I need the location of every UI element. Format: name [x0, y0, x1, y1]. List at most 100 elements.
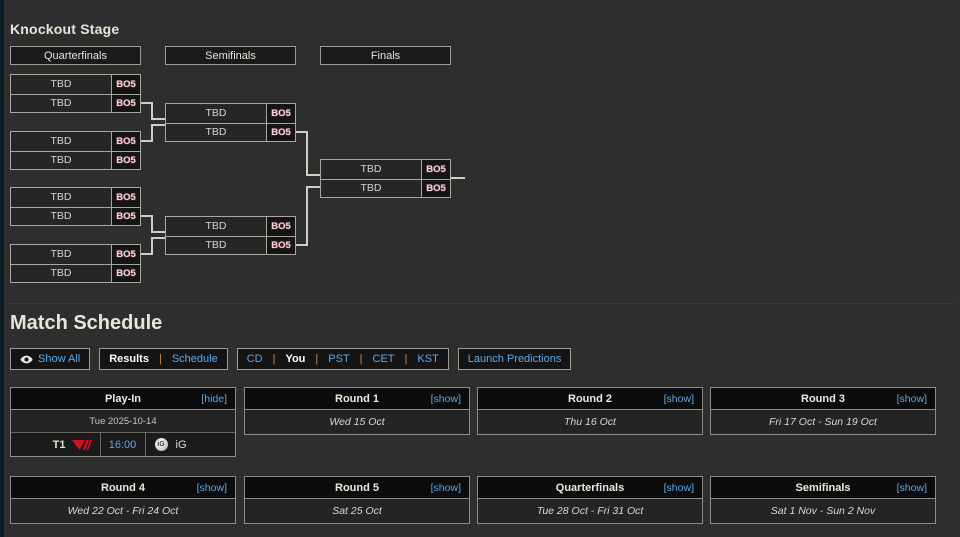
bracket-connector — [141, 215, 153, 217]
card-toggle[interactable]: [show] — [430, 392, 461, 405]
timezone-option-kst[interactable]: KST — [417, 353, 439, 365]
toolbar-separator: | — [404, 353, 408, 365]
card-title: Quarterfinals — [555, 481, 625, 494]
team-name: TBD — [166, 217, 266, 236]
section-divider — [10, 303, 954, 304]
series-format: BO5 — [111, 207, 140, 225]
card-header[interactable]: Quarterfinals [show] — [478, 477, 702, 499]
timezone-option-cd[interactable]: CD — [246, 353, 263, 365]
team-name: TBD — [11, 245, 111, 264]
schedule-card-round-2: Round 2 [show] Thu 16 Oct — [477, 387, 703, 435]
game-time: 16:00 — [99, 433, 146, 456]
timezone-option-cet[interactable]: CET — [372, 353, 395, 365]
card-toggle[interactable]: [hide] — [201, 392, 227, 405]
round-header-semifinals[interactable]: Semifinals — [165, 46, 296, 65]
card-header[interactable]: Round 3 [show] — [711, 388, 935, 410]
card-header[interactable]: Round 4 [show] — [11, 477, 235, 499]
card-header[interactable]: Round 1 [show] — [245, 388, 469, 410]
card-toggle[interactable]: [show] — [430, 481, 461, 494]
bracket-connector — [151, 237, 165, 239]
show-all-button[interactable]: Show All — [10, 348, 91, 370]
card-header[interactable]: Semifinals [show] — [711, 477, 935, 499]
game-team-left: T1 — [11, 433, 100, 456]
results-tab[interactable]: Results — [109, 353, 149, 365]
card-date: Fri 17 Oct - Sun 19 Oct — [711, 410, 935, 434]
schedule-card-quarterfinals: Quarterfinals [show] Tue 28 Oct - Fri 31… — [477, 476, 703, 524]
bracket-connector — [306, 131, 308, 176]
card-toggle[interactable]: [show] — [896, 481, 927, 494]
timezone-option-pst[interactable]: PST — [328, 353, 350, 365]
series-format: BO5 — [111, 151, 140, 169]
game-team-right: iG iG — [146, 433, 236, 456]
bracket-connector — [306, 174, 320, 176]
bracket-connector — [151, 237, 153, 255]
round-header-quarterfinals[interactable]: Quarterfinals — [10, 46, 141, 65]
series-format: BO5 — [111, 188, 140, 207]
team-name: TBD — [11, 151, 111, 169]
launch-predictions-button[interactable]: Launch Predictions — [457, 348, 572, 370]
series-format: BO5 — [266, 104, 295, 123]
bracket-connector — [151, 215, 153, 233]
card-title: Semifinals — [795, 481, 851, 494]
results-schedule-toggle[interactable]: Results | Schedule — [99, 348, 228, 370]
schedule-card-round-1: Round 1 [show] Wed 15 Oct — [244, 387, 470, 435]
toolbar-separator: | — [272, 353, 276, 365]
bracket-connector — [296, 131, 308, 133]
card-toggle[interactable]: [show] — [663, 392, 694, 405]
schedule-tab[interactable]: Schedule — [171, 353, 218, 365]
card-header[interactable]: Round 2 [show] — [478, 388, 702, 410]
launch-predictions-label: Launch Predictions — [467, 353, 562, 365]
card-title: Round 4 — [101, 481, 145, 494]
card-toggle[interactable]: [show] — [196, 481, 227, 494]
series-format: BO5 — [266, 217, 295, 236]
toolbar-separator: | — [359, 353, 363, 365]
card-date: Sat 25 Oct — [245, 499, 469, 523]
round-header-label: Semifinals — [205, 49, 256, 62]
round-header-finals[interactable]: Finals — [320, 46, 451, 65]
card-header[interactable]: Play-In [hide] — [11, 388, 235, 410]
team-name: TBD — [11, 264, 111, 282]
schedule-card-round-3: Round 3 [show] Fri 17 Oct - Sun 19 Oct — [710, 387, 936, 435]
bracket-connector — [141, 140, 153, 142]
series-format: BO5 — [421, 160, 450, 179]
eye-icon — [20, 355, 33, 364]
team-name: TBD — [11, 188, 111, 207]
bracket-connector — [141, 102, 153, 104]
schedule-card-semifinals: Semifinals [show] Sat 1 Nov - Sun 2 Nov — [710, 476, 936, 524]
schedule-card-round-5: Round 5 [show] Sat 25 Oct — [244, 476, 470, 524]
card-title: Round 3 — [801, 392, 845, 405]
t1-logo — [71, 439, 92, 450]
knockout-stage-title: Knockout Stage — [10, 21, 120, 37]
game-row[interactable]: T1 16:00 iG iG — [11, 433, 235, 456]
card-toggle[interactable]: [show] — [663, 481, 694, 494]
series-format: BO5 — [266, 236, 295, 254]
team-name: TBD — [321, 179, 421, 197]
team-left-name: T1 — [52, 438, 66, 451]
bracket-connector — [151, 231, 165, 233]
bracket-connector — [151, 124, 165, 126]
timezone-selector[interactable]: CD | You | PST | CET | KST — [236, 348, 449, 370]
series-format: BO5 — [111, 264, 140, 282]
timezone-option-you[interactable]: You — [285, 353, 306, 365]
card-date: Thu 16 Oct — [478, 410, 702, 434]
card-header[interactable]: Round 5 [show] — [245, 477, 469, 499]
schedule-toolbar: Show All Results | Schedule CD | You | P… — [10, 348, 572, 370]
team-name: TBD — [321, 160, 421, 179]
bracket-connector — [296, 244, 308, 246]
card-toggle[interactable]: [show] — [896, 392, 927, 405]
bracket-connector — [306, 186, 308, 246]
